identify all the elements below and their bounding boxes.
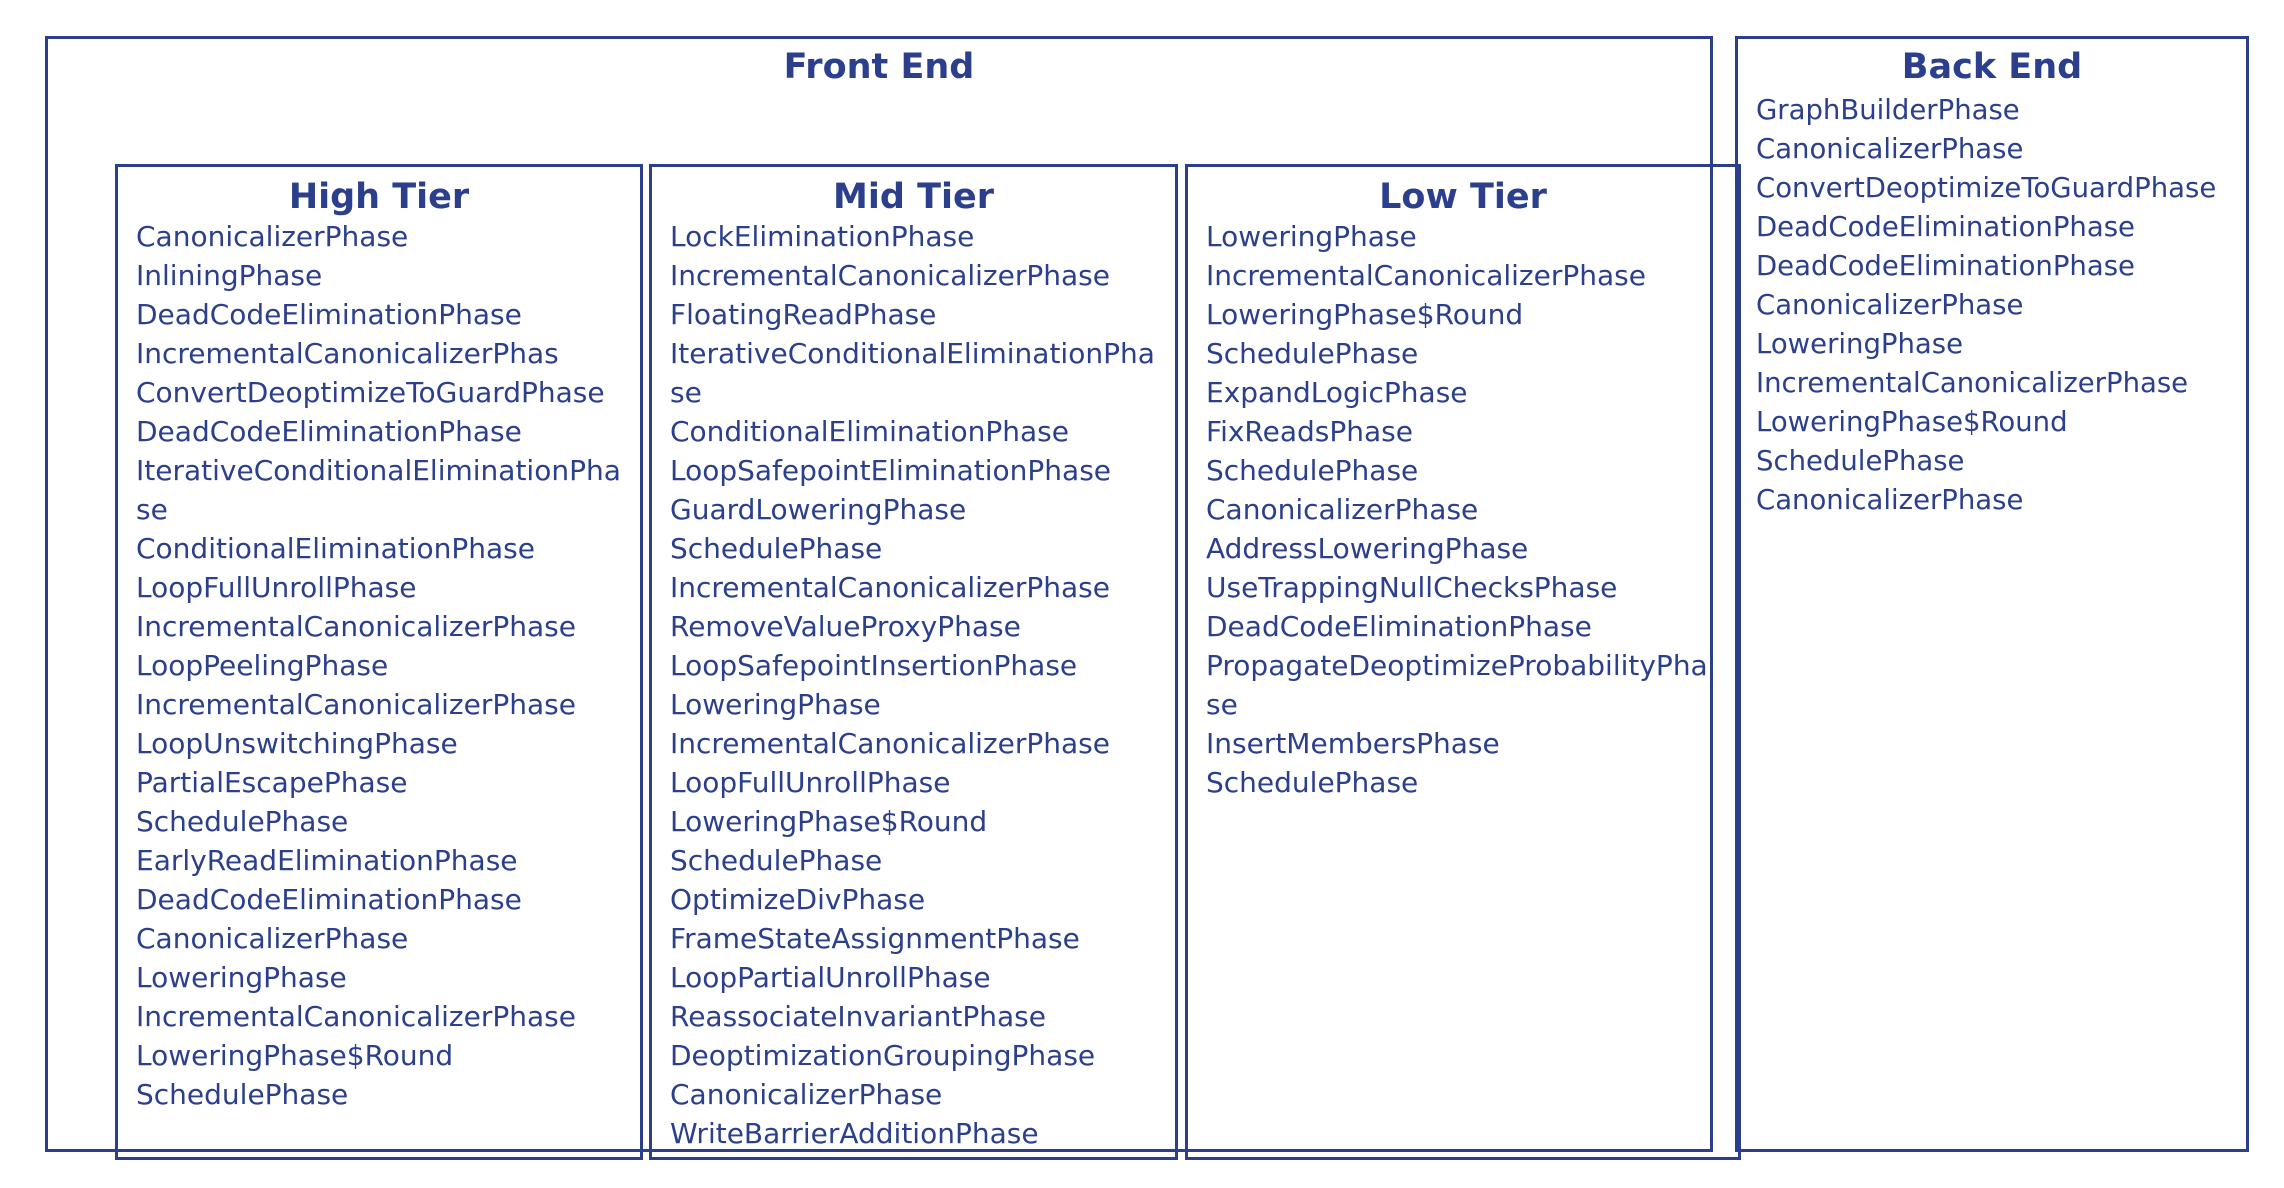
phase-item: SchedulePhase (670, 532, 883, 565)
phase-item: ReassociateInvariantPhase (670, 1000, 1046, 1033)
phase-item: CanonicalizerPhase (1206, 493, 1479, 526)
phase-item: LoweringPhase$Round (1756, 406, 2068, 438)
phase-item: IncrementalCanonicalizerPhase (670, 571, 1110, 604)
phase-item: SchedulePhase (1206, 766, 1419, 799)
phase-item: DeadCodeEliminationPhase (1206, 610, 1592, 643)
phase-item: LoweringPhase (1756, 328, 1964, 360)
phase-item: LoweringPhase (1206, 220, 1417, 253)
phase-item: AddressLoweringPhase (1206, 532, 1529, 565)
low-tier-title: Low Tier (1379, 177, 1547, 217)
phase-item: IncrementalCanonicalizerPhase (1206, 259, 1646, 292)
phase-item: ConvertDeoptimizeToGuardPhase (136, 376, 605, 409)
phase-item: UseTrappingNullChecksPhase (1206, 571, 1618, 604)
phase-item: LoopSafepointEliminationPhase (670, 454, 1112, 487)
phase-item: CanonicalizerPhase (1756, 133, 2024, 165)
phase-item: FixReadsPhase (1206, 415, 1413, 448)
phase-item: RemoveValueProxyPhase (670, 610, 1021, 643)
phase-item: LoweringPhase$Round (136, 1039, 454, 1072)
phase-item: LoopPartialUnrollPhase (670, 961, 991, 994)
phase-item: PartialEscapePhase (136, 766, 408, 799)
phase-item: LoopSafepointInsertionPhase (670, 649, 1078, 682)
phase-item: ConditionalEliminationPhase (136, 532, 535, 565)
mid-tier-title: Mid Tier (833, 177, 994, 217)
phase-item: IncrementalCanonicalizerPhase (670, 727, 1110, 760)
phase-item: FrameStateAssignmentPhase (670, 922, 1080, 955)
phase-item: SchedulePhase (136, 805, 349, 838)
high-tier-title: High Tier (288, 177, 470, 217)
phase-item: LoopFullUnrollPhase (670, 766, 951, 799)
phase-item: LoweringPhase (670, 688, 881, 721)
phase-item: CanonicalizerPhase (670, 1078, 943, 1111)
phase-item: EarlyReadEliminationPhase (136, 844, 518, 877)
phase-item: InliningPhase (136, 259, 323, 292)
phase-item: ExpandLogicPhase (1206, 376, 1468, 409)
phase-item: LoweringPhase$Round (670, 805, 988, 838)
phase-item: DeoptimizationGroupingPhase (670, 1039, 1096, 1072)
phase-item: LoweringPhase (136, 961, 347, 994)
phase-item: ConditionalEliminationPhase (670, 415, 1069, 448)
phase-item: LoopFullUnrollPhase (136, 571, 417, 604)
phase-item: IterativeConditionalEliminationPhase (136, 454, 621, 526)
phase-item: SchedulePhase (136, 1078, 349, 1111)
phase-item: IncrementalCanonicalizerPhase (1756, 367, 2189, 399)
phase-item: LoweringPhase$Round (1206, 298, 1524, 331)
phase-item: WriteBarrierAdditionPhase (670, 1117, 1039, 1150)
phase-item: OptimizeDivPhase (670, 883, 926, 916)
phase-item: SchedulePhase (670, 844, 883, 877)
phase-item: DeadCodeEliminationPhase (1756, 211, 2135, 243)
phase-item: PropagateDeoptimizeProbabilityPhase (1206, 649, 1708, 721)
phase-item: IncrementalCanonicalizerPhas (136, 337, 559, 370)
phase-item: DeadCodeEliminationPhase (136, 883, 522, 916)
phase-item: LoopUnswitchingPhase (136, 727, 458, 760)
phase-item: SchedulePhase (1206, 337, 1419, 370)
phase-item: InsertMembersPhase (1206, 727, 1500, 760)
phase-item: CanonicalizerPhase (136, 922, 409, 955)
front-end-title: Front End (783, 47, 975, 87)
phase-item: DeadCodeEliminationPhase (136, 298, 522, 331)
phase-item: IncrementalCanonicalizerPhase (136, 688, 576, 721)
phase-item: DeadCodeEliminationPhase (1756, 250, 2135, 282)
phase-item: DeadCodeEliminationPhase (136, 415, 522, 448)
phase-item: SchedulePhase (1756, 445, 1965, 477)
phase-item: IncrementalCanonicalizerPhase (136, 610, 576, 643)
phase-item: LoopPeelingPhase (136, 649, 389, 682)
phase-item: FloatingReadPhase (670, 298, 937, 331)
phase-item: ConvertDeoptimizeToGuardPhase (1756, 172, 2217, 204)
phase-item: LockEliminationPhase (670, 220, 975, 253)
phase-item: IterativeConditionalEliminationPhase (670, 337, 1155, 409)
phase-item: CanonicalizerPhase (136, 220, 409, 253)
phase-item: CanonicalizerPhase (1756, 484, 2024, 516)
back-end-title: Back End (1901, 47, 2083, 87)
phase-item: IncrementalCanonicalizerPhase (670, 259, 1110, 292)
phase-item: GuardLoweringPhase (670, 493, 967, 526)
phase-item: SchedulePhase (1206, 454, 1419, 487)
phase-item: CanonicalizerPhase (1756, 289, 2024, 321)
phase-item: IncrementalCanonicalizerPhase (136, 1000, 576, 1033)
phase-item: GraphBuilderPhase (1756, 94, 2020, 126)
